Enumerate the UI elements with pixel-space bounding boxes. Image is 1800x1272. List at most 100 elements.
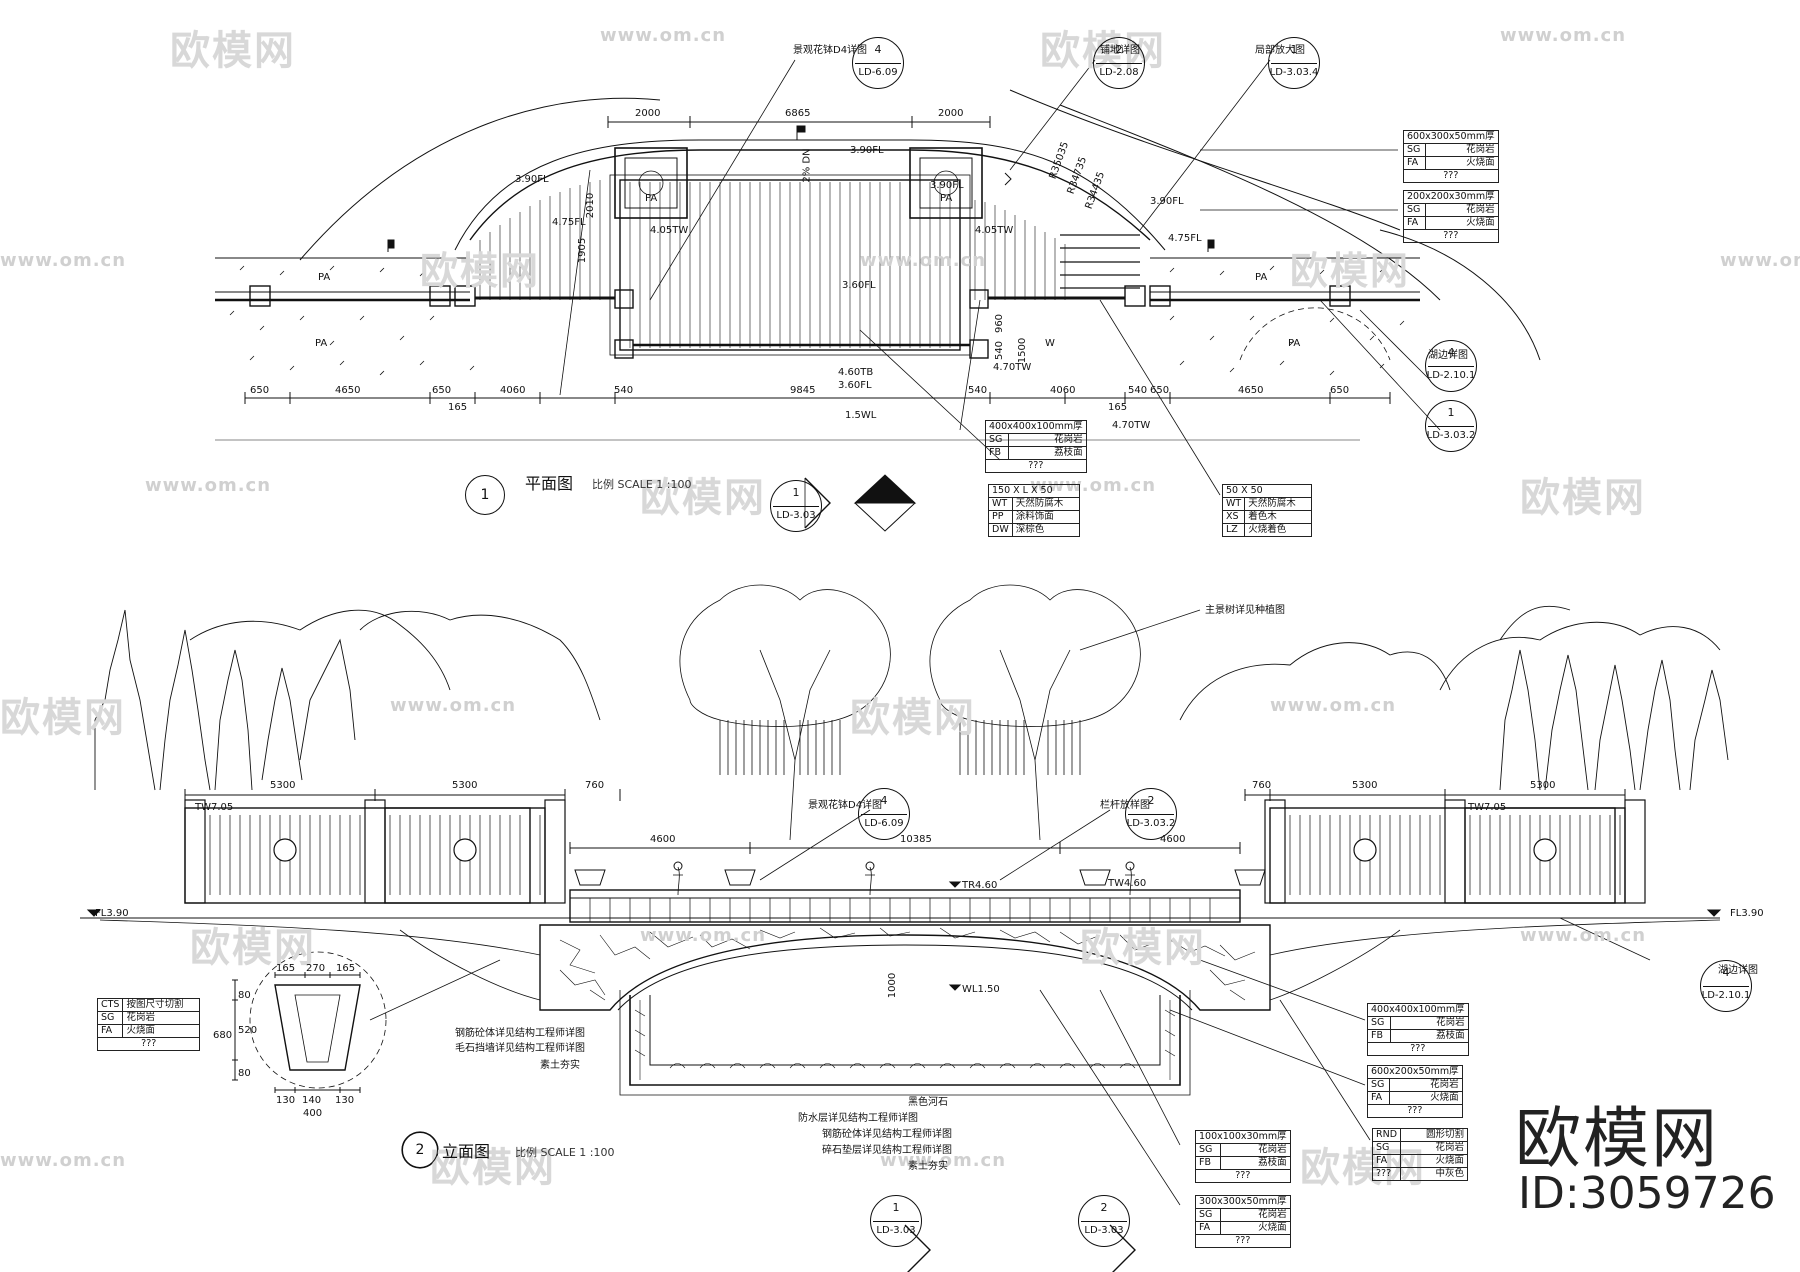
- watermark-url: www.om.cn: [1270, 695, 1397, 716]
- plan-dim: 650: [432, 385, 452, 396]
- plan-dim: 650: [250, 385, 270, 396]
- watermark-url: www.om.cn: [0, 250, 127, 271]
- plan-level: 3.90FL: [850, 145, 884, 156]
- elev-title: 立面图: [442, 1142, 491, 1161]
- plan-title: 平面图: [525, 474, 574, 493]
- watermark-logo: 欧模网: [850, 695, 976, 741]
- plan-level: 3.90FL: [515, 174, 549, 185]
- plan-dim: 4060: [1050, 385, 1076, 396]
- plan-level: 4.75FL: [552, 217, 586, 228]
- plan-dim: 165: [1108, 402, 1128, 413]
- plan-level: 3.60FL: [842, 280, 876, 291]
- plan-level: 4.60TB: [838, 367, 874, 378]
- plan-level: 4.05TW: [650, 225, 689, 236]
- elev-level: FL3.90: [95, 908, 129, 919]
- watermark-url: www.om.cn: [880, 1150, 1007, 1171]
- plan-scale: 比例 SCALE 1 :100: [592, 478, 692, 491]
- plan-callout-planter: 景观花钵D4详图: [793, 45, 868, 56]
- plan-slope: 2% DN: [801, 148, 813, 183]
- detail-dim: 140: [302, 1095, 322, 1106]
- plan-mark: 1500: [1017, 337, 1029, 364]
- plan-dim: 540: [614, 385, 634, 396]
- elev-level: TW4.60: [1108, 878, 1147, 889]
- elev-dim: 5300: [452, 780, 478, 791]
- elev-dim: 760: [585, 780, 605, 791]
- elev-left-note: 钢筋砼体详见结构工程师详图: [455, 1028, 585, 1039]
- elev-bottom-note: 碎石垫层详见结构工程师详图: [822, 1145, 952, 1156]
- elev-level: FL3.90: [1730, 908, 1764, 919]
- plan-mark: 1905: [577, 237, 589, 264]
- watermark-logo: 欧模网: [1520, 475, 1646, 521]
- detail-dim: 520: [238, 1025, 258, 1036]
- elev-dim: 10385: [900, 834, 932, 845]
- plan-dim: 9845: [790, 385, 816, 396]
- detail-dim: 270: [306, 963, 326, 974]
- plan-view: [215, 59, 1541, 532]
- detail-dim: 165: [336, 963, 356, 974]
- watermark-url: www.om.cn: [600, 25, 727, 46]
- plan-dim: 6865: [785, 108, 811, 119]
- elev-level: 1000: [887, 972, 899, 999]
- elev-bottom-note: 钢筋砼体详见结构工程师详图: [822, 1129, 952, 1140]
- brand-id: ID:3059726: [1518, 1168, 1776, 1219]
- detail-dim: 680: [213, 1030, 233, 1041]
- elev-level: TW7.05: [195, 802, 234, 813]
- plan-dim: 165: [448, 402, 468, 413]
- watermark-logo: 欧模网: [1080, 925, 1206, 971]
- watermark-logo: 欧模网: [430, 1145, 556, 1191]
- elev-scale: 比例 SCALE 1 :100: [515, 1146, 615, 1159]
- elev-level: TW7.05: [1468, 802, 1507, 813]
- plan-mark: PA: [315, 338, 328, 349]
- elev-dim: 5300: [270, 780, 296, 791]
- plan-level: 3.90FL: [930, 180, 964, 191]
- watermark-logo: 欧模网: [640, 475, 766, 521]
- plan-level: 4.70TW: [1112, 420, 1151, 431]
- elev-callout-railing: 栏杆放样图: [1100, 800, 1150, 811]
- plan-dim: 2000: [938, 108, 964, 119]
- elev-level: WL1.50: [962, 984, 1000, 995]
- watermark-url: www.om.cn: [860, 250, 987, 271]
- plan-level: 4.70TW: [993, 362, 1032, 373]
- elev-callout-tree: 主景树详见种植图: [1205, 605, 1285, 616]
- elev-number-circle: 2: [402, 1132, 438, 1168]
- plan-mark: 540: [994, 340, 1006, 361]
- elevation-view: [80, 584, 1729, 1272]
- plan-number-circle: 1: [465, 475, 505, 515]
- watermark-url: www.om.cn: [1520, 925, 1647, 946]
- elev-dim: 4600: [1160, 834, 1186, 845]
- watermark-url: www.om.cn: [0, 1150, 127, 1171]
- plan-mark: PA: [645, 193, 658, 204]
- elev-left-note: 毛石挡墙详见结构工程师详图: [455, 1043, 585, 1054]
- plan-mark: PA: [1255, 272, 1268, 283]
- detail-dim: 130: [276, 1095, 296, 1106]
- plan-dim: 540: [968, 385, 988, 396]
- plan-mark: PA: [318, 272, 331, 283]
- plan-level: 3.90FL: [1150, 196, 1184, 207]
- elev-dim: 5300: [1530, 780, 1556, 791]
- elev-level: TR4.60: [962, 880, 998, 891]
- plan-dim: 650: [1150, 385, 1170, 396]
- plan-dim: 4650: [1238, 385, 1264, 396]
- elev-bottom-note: 黑色河石: [908, 1097, 948, 1108]
- plan-level: 3.60FL: [838, 380, 872, 391]
- watermark-logo: 欧模网: [190, 925, 316, 971]
- watermark-url: www.om.cn: [390, 695, 517, 716]
- plan-level: 1.5WL: [845, 410, 877, 421]
